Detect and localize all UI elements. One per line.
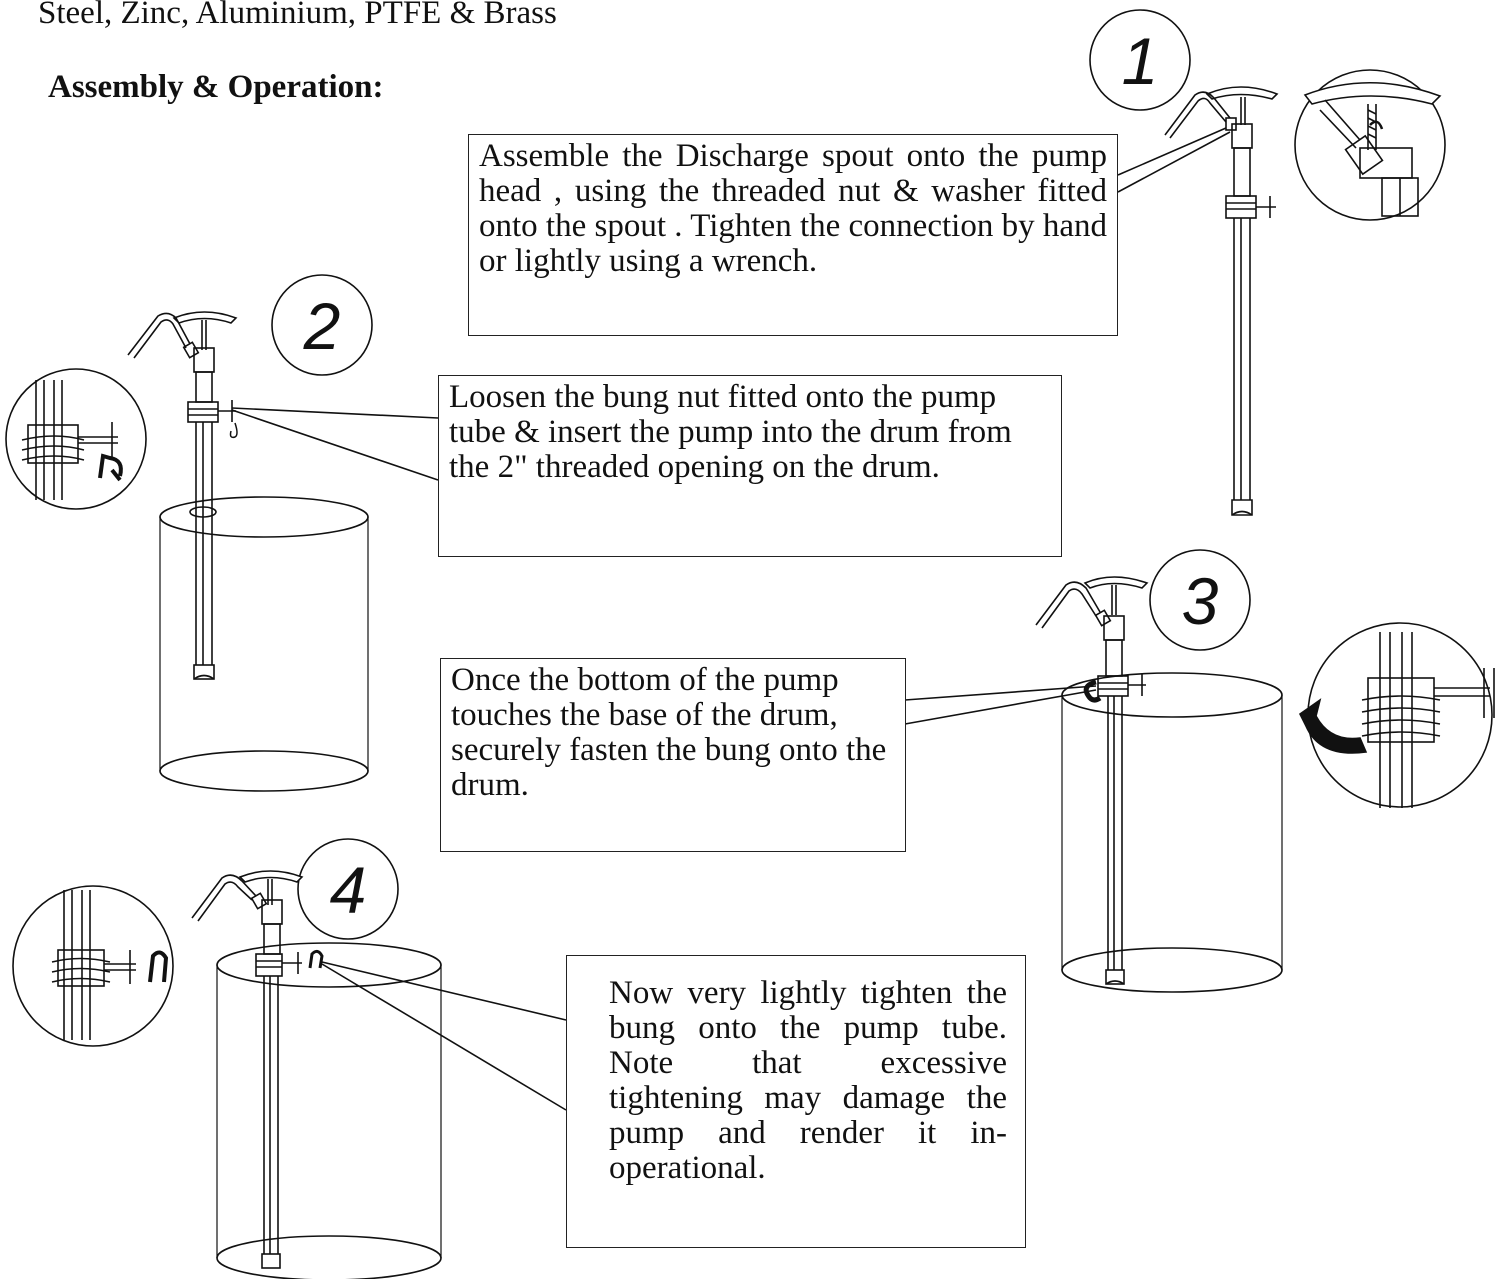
step-2-hand-pump-icon — [127, 311, 238, 680]
step-2-number: 2 — [303, 289, 341, 363]
step-3-number-badge: 3 — [1149, 549, 1251, 651]
step-4-drum-icon — [216, 942, 442, 1279]
step-1-number: 1 — [1122, 24, 1159, 98]
step-3-text: Once the bottom of the pump touches the … — [451, 662, 887, 803]
step-1-number-badge: 1 — [1089, 9, 1191, 111]
step-1-hand-pump-icon — [1164, 86, 1279, 516]
step-1-text: Assemble the Discharge spout onto the pu… — [479, 138, 1107, 279]
step-4-callout: Now very lightly tighten the bung onto t… — [566, 955, 1026, 1248]
step-2-bung-nut-detail-icon — [5, 368, 147, 510]
step-2-text: Loosen the bung nut fitted onto the pump… — [449, 379, 1012, 485]
step-2-drum-icon — [159, 496, 369, 792]
step-2-leader-lines — [231, 407, 439, 481]
step-3-bung-nut-detail-icon — [1298, 622, 1495, 808]
step-1-leader-lines — [1117, 127, 1231, 193]
step-1-callout: Assemble the Discharge spout onto the pu… — [468, 134, 1118, 336]
step-1-spout-detail-icon — [1294, 69, 1446, 221]
step-3-number: 3 — [1182, 564, 1219, 638]
step-2-callout: Loosen the bung nut fitted onto the pump… — [438, 375, 1062, 557]
step-4-number: 4 — [330, 853, 367, 927]
step-4-number-badge: 4 — [297, 838, 399, 940]
step-4-leader-lines — [321, 961, 567, 1111]
step-2-number-badge: 2 — [271, 274, 373, 376]
intro-line: Steel, Zinc, Aluminium, PTFE & Brass — [38, 0, 557, 31]
step-3-hand-pump-icon — [1035, 576, 1149, 985]
step-4-text: Now very lightly tighten the bung onto t… — [609, 975, 1007, 1186]
step-3-drum-icon — [1061, 672, 1283, 993]
step-4-bung-nut-detail-icon — [12, 885, 174, 1047]
step-4-hand-pump-icon — [191, 870, 324, 1269]
section-heading: Assembly & Operation: — [48, 69, 384, 105]
step-3-callout: Once the bottom of the pump touches the … — [440, 658, 906, 852]
step-3-leader-lines — [904, 685, 1097, 725]
